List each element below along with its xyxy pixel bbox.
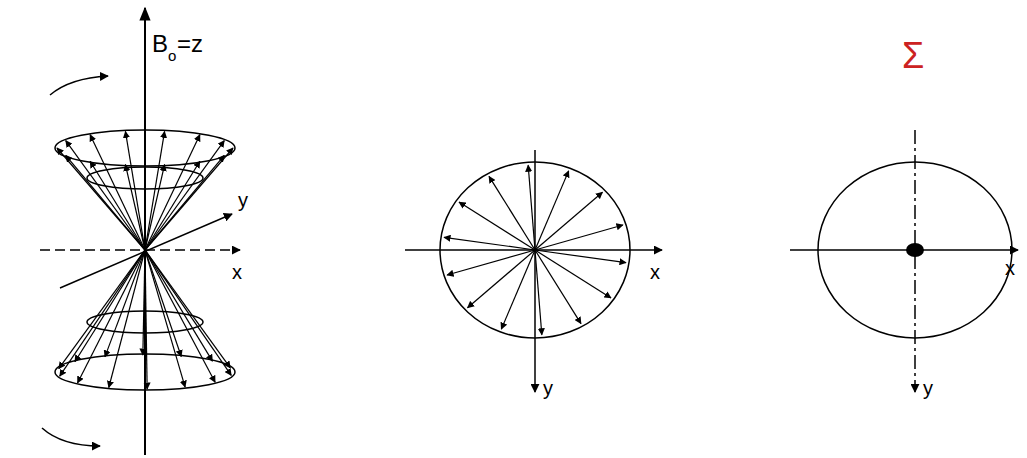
spin-vector <box>535 171 569 250</box>
spin-vector <box>535 192 602 250</box>
spin-vector <box>90 135 145 250</box>
spin-vector <box>145 250 231 375</box>
spin-vector <box>145 250 181 357</box>
spin-vector <box>145 250 147 389</box>
spin-vector <box>145 161 200 250</box>
spin-vector <box>535 250 626 263</box>
spin-vector <box>145 135 200 250</box>
spin-vector <box>59 250 145 369</box>
spin-vector <box>109 250 145 387</box>
spin-vector <box>57 148 145 250</box>
spin-vector <box>145 148 233 250</box>
spin-vector <box>78 250 145 383</box>
spin-vector <box>145 155 224 250</box>
spin-vector <box>145 141 224 250</box>
spin-vector <box>459 202 535 250</box>
spin-vector <box>145 250 230 368</box>
field-label: B <box>152 32 168 56</box>
spin-vector <box>105 250 145 357</box>
axis-label: x <box>232 262 242 282</box>
spin-vector <box>528 165 535 250</box>
spin-vector <box>444 237 535 250</box>
spin-vector <box>447 250 535 275</box>
spin-vector <box>60 250 145 376</box>
spin-vector <box>145 250 215 382</box>
field-label: =z <box>177 32 203 56</box>
axis-label: y <box>923 378 933 398</box>
spin-vector <box>535 250 542 335</box>
spin-vector <box>535 250 581 324</box>
spin-vector <box>501 250 535 329</box>
axis-label: y <box>543 378 553 398</box>
spin-vector <box>145 250 212 361</box>
spin-vector <box>145 131 165 250</box>
spin-vector <box>66 141 145 250</box>
spin-vector <box>125 131 145 250</box>
axis-label: x <box>1005 258 1015 278</box>
spin-vector <box>535 250 611 298</box>
axis-label: x <box>650 262 660 282</box>
spin-vector <box>90 161 145 250</box>
spin-vector <box>535 225 623 250</box>
spin-vector <box>468 250 535 308</box>
field-subscript: o <box>168 48 176 63</box>
spin-vector <box>75 250 145 362</box>
spin-vector <box>145 250 185 387</box>
spin-vector <box>143 250 145 355</box>
sum-symbol: Σ <box>902 38 924 74</box>
axis-label: y <box>238 190 248 210</box>
spin-vector <box>489 176 535 250</box>
